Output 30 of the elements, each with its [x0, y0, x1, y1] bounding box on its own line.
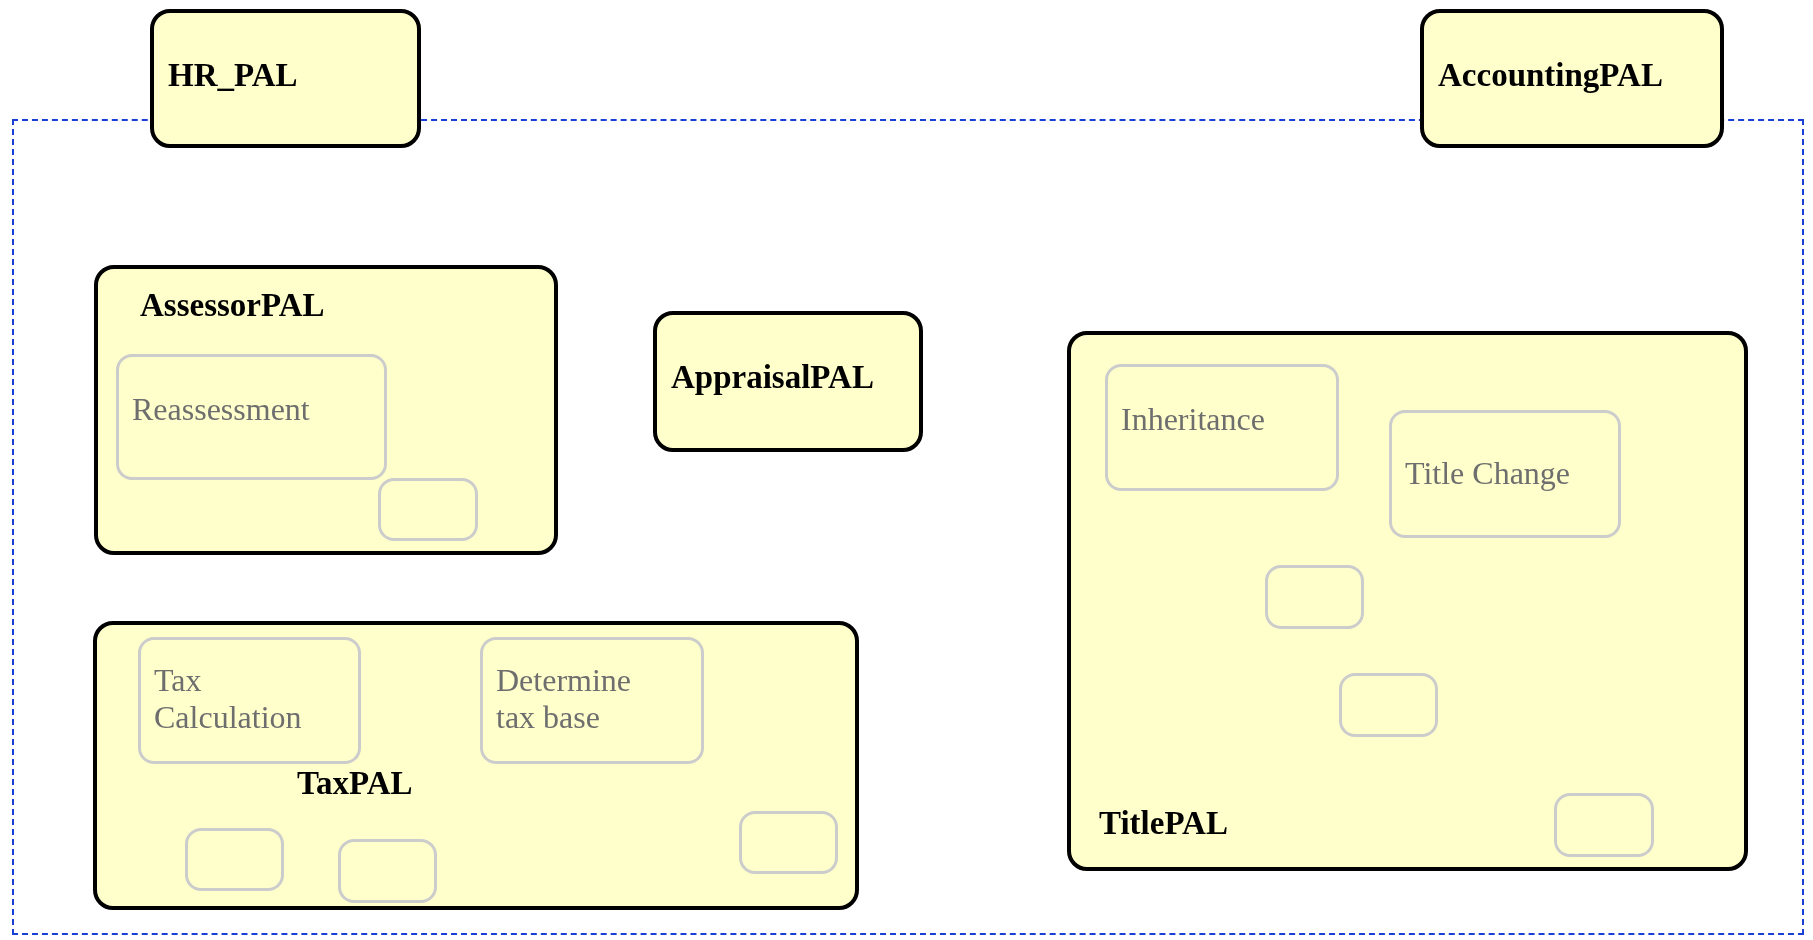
component-box	[1554, 793, 1654, 857]
package-title: AssessorPAL	[140, 287, 325, 325]
package-box	[1420, 9, 1724, 148]
package-title: HR_PAL	[168, 57, 298, 95]
component-box	[1339, 673, 1438, 737]
package-title: AppraisalPAL	[671, 359, 874, 397]
component-label: Title Change	[1405, 455, 1571, 492]
package-title: TitlePAL	[1099, 805, 1228, 843]
component-label: Determine tax base	[496, 662, 633, 736]
component-label: Inheritance	[1121, 401, 1265, 438]
component-box	[138, 637, 361, 764]
package-box	[93, 621, 859, 910]
component-box	[1389, 410, 1621, 538]
component-box	[338, 839, 437, 903]
component-box	[378, 478, 478, 541]
component-box	[1105, 364, 1339, 491]
component-box	[1265, 565, 1364, 629]
package-title: AccountingPAL	[1438, 57, 1663, 95]
component-box	[739, 811, 838, 874]
package-box	[1067, 331, 1748, 871]
component-label: Reassessment	[132, 391, 310, 428]
package-box	[94, 265, 558, 555]
component-box	[185, 828, 284, 891]
component-box	[480, 637, 704, 764]
component-box	[116, 354, 387, 480]
package-box	[653, 311, 923, 452]
dashed-boundary	[12, 119, 1804, 935]
component-label: Tax Calculation	[154, 662, 303, 736]
package-title: TaxPAL	[297, 765, 413, 803]
package-box	[150, 9, 421, 148]
